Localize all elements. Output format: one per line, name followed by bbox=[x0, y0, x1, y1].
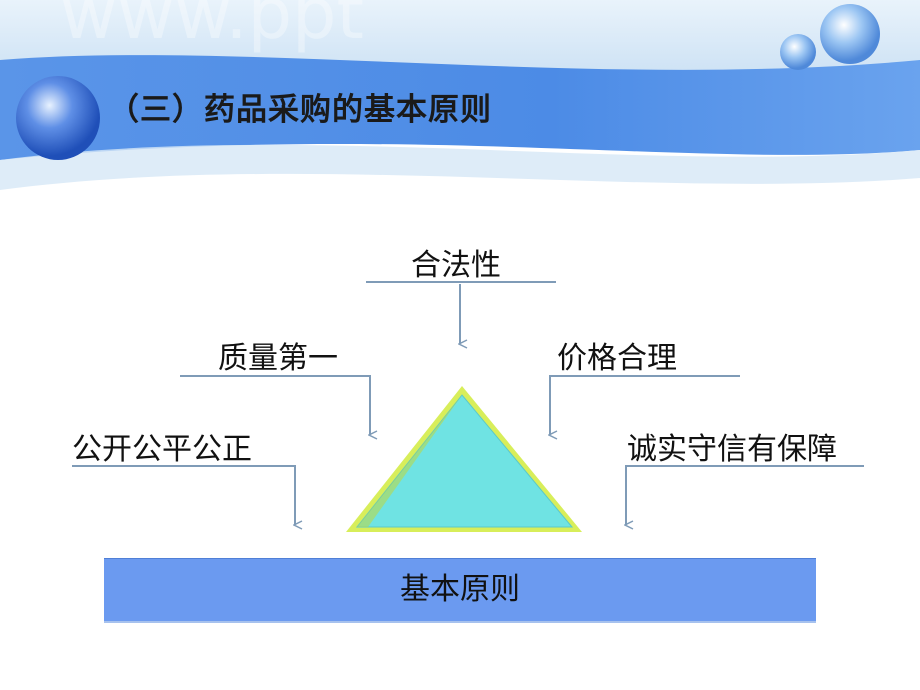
label-open-fair-just: 公开公平公正 bbox=[72, 432, 252, 467]
base-principles-label: 基本原则 bbox=[400, 572, 520, 607]
label-quality-first: 质量第一 bbox=[218, 341, 338, 376]
header-watermark: www.ppt bbox=[60, 0, 364, 55]
lower-left-arrow bbox=[72, 465, 295, 525]
label-integrity-assurance: 诚实守信有保障 bbox=[627, 432, 837, 467]
lower-right-arrow bbox=[626, 465, 864, 525]
upper-right-arrow bbox=[550, 375, 740, 435]
slide-title: （三）药品采购的基本原则 bbox=[108, 92, 492, 128]
base-principles-bar: 基本原则 bbox=[104, 558, 816, 621]
upper-left-arrow bbox=[180, 375, 370, 435]
label-legality: 合法性 bbox=[411, 248, 501, 283]
header-banner: www.ppt bbox=[0, 0, 920, 190]
label-reasonable-price: 价格合理 bbox=[557, 341, 677, 376]
